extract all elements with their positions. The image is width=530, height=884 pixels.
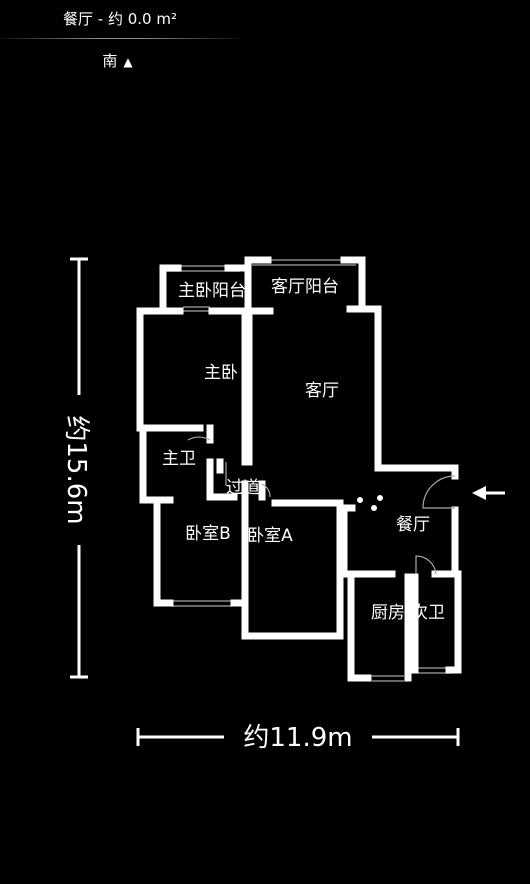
room-label-master-bedroom[interactable]: 主卧 <box>204 363 238 383</box>
room-label-master-bath[interactable]: 主卫 <box>162 449 196 469</box>
room-label-kitchen[interactable]: 厨房 <box>371 603 405 623</box>
pillar-dots <box>357 495 383 511</box>
room-label-living-room[interactable]: 客厅 <box>305 381 339 401</box>
compass-label: 南 <box>102 52 118 70</box>
height-dimension <box>70 257 88 679</box>
room-label-living-balcony[interactable]: 客厅阳台 <box>271 277 339 297</box>
room-label-second-bath[interactable]: 次卫 <box>411 603 445 623</box>
room-label-master-balcony[interactable]: 主卧阳台 <box>178 281 246 301</box>
header-divider <box>0 38 240 39</box>
room-label-bedroom-b[interactable]: 卧室B <box>185 524 231 544</box>
width-dimension-label: 约11.9m <box>243 723 352 753</box>
arrow-left-icon[interactable] <box>472 486 505 500</box>
triangle-up-icon: ▲ <box>123 55 133 69</box>
room-label-dining-room[interactable]: 餐厅 <box>396 515 430 535</box>
walls <box>136 256 462 682</box>
width-dimension <box>136 728 460 746</box>
room-label-bedroom-a[interactable]: 卧室A <box>247 526 293 546</box>
doors <box>187 436 456 575</box>
height-dimension-label: 约15.6m <box>61 415 91 524</box>
room-title: 餐厅 - 约 0.0 m² <box>63 10 177 28</box>
room-label-corridor[interactable]: 过道 <box>226 478 260 498</box>
compass-indicator: 南▲ <box>0 50 235 71</box>
